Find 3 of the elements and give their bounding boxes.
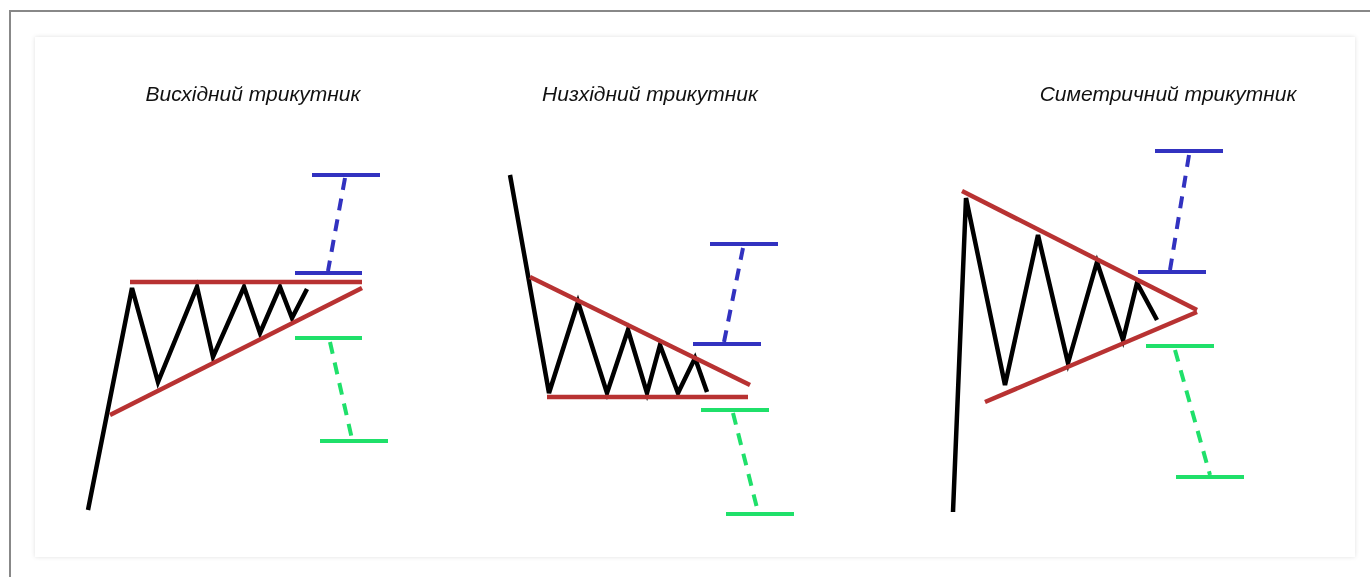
pattern-title: Висхідний трикутник <box>145 82 361 106</box>
pattern-title: Низхідний трикутник <box>542 82 758 106</box>
pattern-title: Симетричний трикутник <box>1039 82 1297 106</box>
